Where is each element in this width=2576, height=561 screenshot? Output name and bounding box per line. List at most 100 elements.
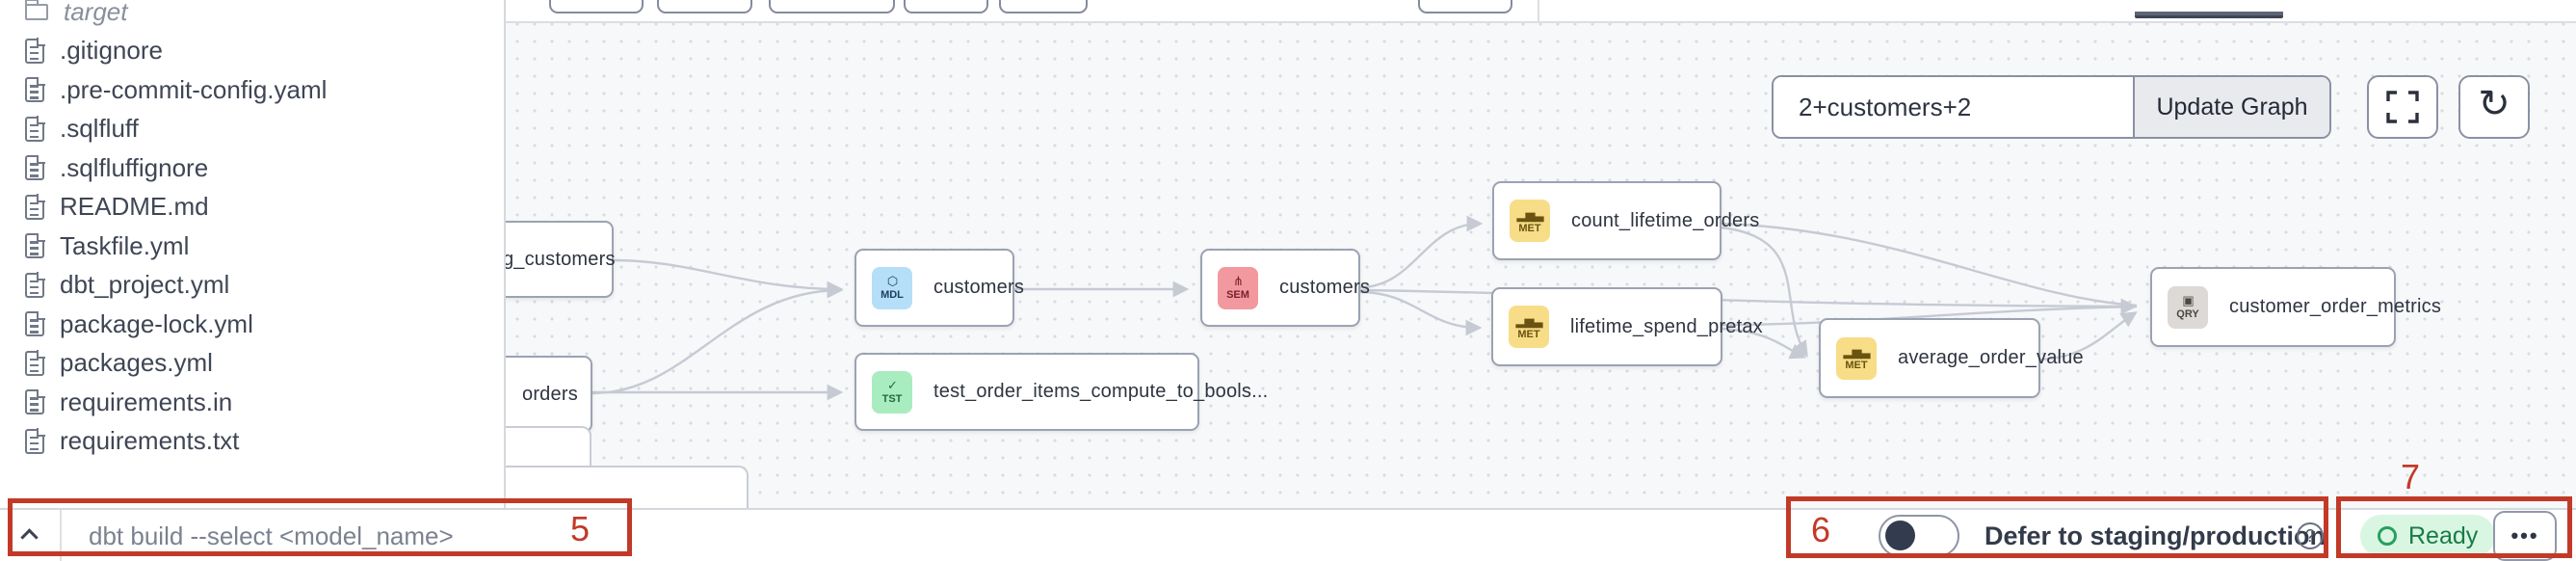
lineage-node-count_lifetime_orders[interactable]: ▂▅▃MET count_lifetime_orders <box>1492 181 1759 260</box>
tree-file-package-lock.yml[interactable]: package-lock.yml <box>0 305 504 344</box>
badge-glyph: ▂▅▃ <box>1843 344 1871 359</box>
edge-customers_semantic-to-count_lifetime_orders <box>1359 215 1484 289</box>
edge-count_lifetime_orders-to-customer_order_metrics <box>1721 222 2138 307</box>
tree-file-packages.yml[interactable]: packages.yml <box>0 344 504 384</box>
lineage-node-lifetime_spend_pretax[interactable]: ▂▅▃MET lifetime_spend_pretax <box>1491 287 1763 366</box>
annotation-number-7: 7 <box>2401 457 2421 496</box>
metric-icon: ▂▅▃MET <box>1509 306 1549 348</box>
badge-type-label: TST <box>881 393 903 405</box>
tree-file-.pre-commit-config.yaml[interactable]: .pre-commit-config.yaml <box>0 70 504 110</box>
lineage-query-group: 2+customers+2 Update Graph <box>1772 75 2331 139</box>
file-tree: target .gitignore .pre-commit-config.yaml.… <box>0 0 504 461</box>
node-label: count_lifetime_orders <box>1571 209 1760 231</box>
refresh-button[interactable]: ↻ <box>2458 75 2530 139</box>
clipped-toolbar-button[interactable] <box>904 0 988 13</box>
file-icon <box>25 38 45 64</box>
toggle-knob <box>1885 521 1915 550</box>
saved-query-icon: ▣QRY <box>2168 285 2208 329</box>
clipped-toolbar-button[interactable] <box>769 0 895 13</box>
edge-stg_customers-to-customers_model <box>613 258 844 298</box>
tree-file-.gitignore[interactable]: .gitignore <box>0 32 504 71</box>
edge-customers_semantic-to-customer_order_metrics <box>1359 288 2138 315</box>
lineage-query-input[interactable]: 2+customers+2 <box>1774 77 2133 137</box>
more-options-button[interactable]: ••• <box>2493 511 2557 561</box>
clipped-toolbar-button[interactable] <box>999 0 1088 13</box>
badge-glyph: ⋔ <box>1233 274 1244 288</box>
annotation-box-5 <box>8 498 632 556</box>
badge-type-label: QRY <box>2176 308 2199 320</box>
badge-type-label: MDL <box>881 289 904 301</box>
node-label: orders <box>522 383 578 405</box>
clipped-toolbar-button[interactable] <box>1418 0 1512 13</box>
canvas-toolbar-strip <box>0 0 2576 21</box>
badge-glyph: ▣ <box>2182 293 2194 307</box>
clipped-toolbar-button[interactable] <box>657 0 752 13</box>
file-icon <box>25 76 45 103</box>
lineage-node-customers_model[interactable]: ⬡MDL customers <box>854 249 1024 327</box>
tree-folder-target[interactable]: target <box>0 0 504 32</box>
defer-toggle[interactable] <box>1879 515 1959 557</box>
edge-lifetime_spend_pretax-to-customer_order_metrics <box>1722 305 2138 327</box>
edge-customers_semantic-to-lifetime_spend_pretax <box>1359 290 1483 336</box>
badge-type-label: SEM <box>1226 289 1249 301</box>
clipped-toolbar-button[interactable] <box>549 0 644 13</box>
status-ring-icon <box>2378 526 2397 546</box>
file-name: .sqlfluffignore <box>60 152 209 182</box>
file-name: package-lock.yml <box>60 308 253 338</box>
refresh-icon: ↻ <box>2478 83 2510 125</box>
node-label: customers <box>1279 277 1371 298</box>
active-tab-underline <box>2135 12 2283 18</box>
lineage-node-customers_semantic[interactable]: ⋔SEM customers <box>1200 249 1370 327</box>
tree-file-requirements.in[interactable]: requirements.in <box>0 383 504 422</box>
file-name: dbt_project.yml <box>60 270 230 300</box>
bottom-command-bar: dbt build --select <model_name> Defer to… <box>0 508 2576 561</box>
fullscreen-button[interactable] <box>2367 75 2438 139</box>
metric-icon: ▂▅▃MET <box>1510 200 1550 242</box>
lineage-node-customer_order_metrics[interactable]: ▣QRY customer_order_metrics <box>2150 267 2441 347</box>
tree-file-README.md[interactable]: README.md <box>0 188 504 227</box>
file-icon <box>25 194 45 220</box>
file-icon <box>25 232 45 259</box>
annotation-box-6 <box>1786 496 2328 558</box>
tree-file-.sqlfluffignore[interactable]: .sqlfluffignore <box>0 148 504 188</box>
file-name: Taskfile.yml <box>60 230 190 260</box>
file-name: .sqlfluff <box>60 114 139 144</box>
file-name: requirements.in <box>60 387 233 416</box>
file-icon <box>25 116 45 142</box>
edge-count_lifetime_orders-to-average_order_value <box>1721 226 1808 358</box>
tree-file-.sqlfluff[interactable]: .sqlfluff <box>0 110 504 149</box>
badge-glyph: ▂▅▃ <box>1516 206 1544 222</box>
tree-file-Taskfile.yml[interactable]: Taskfile.yml <box>0 227 504 266</box>
node-label: customers <box>933 277 1025 298</box>
file-name: requirements.txt <box>60 426 240 456</box>
annotation-box-7 <box>2336 496 2572 558</box>
update-graph-button[interactable]: Update Graph <box>2133 77 2329 137</box>
drawer-edge-chip <box>506 426 591 468</box>
file-icon <box>25 350 45 376</box>
node-label: lifetime_spend_pretax <box>1570 315 1763 337</box>
test-icon: ✓TST <box>872 370 912 414</box>
file-name: .pre-commit-config.yaml <box>60 74 328 104</box>
status-badge[interactable]: Ready <box>2360 515 2496 557</box>
dbt-command-input[interactable]: dbt build --select <model_name> <box>89 521 454 550</box>
file-explorer-panel: target .gitignore .pre-commit-config.yaml.… <box>0 0 506 508</box>
badge-type-label: MET <box>1518 222 1541 234</box>
node-label: customer_order_metrics <box>2229 296 2442 317</box>
badge-type-label: MET <box>1845 360 1868 371</box>
badge-glyph: ⬡ <box>886 274 898 288</box>
file-name: .gitignore <box>60 36 163 66</box>
file-icon <box>25 428 45 454</box>
command-bar-divider <box>60 510 62 561</box>
folder-icon <box>24 0 48 20</box>
file-icon <box>25 388 45 415</box>
help-icon[interactable]: ? <box>2297 522 2324 549</box>
file-icon <box>25 310 45 337</box>
edge-average_order_value-to-customer_order_metrics <box>2038 311 2138 361</box>
tree-file-requirements.txt[interactable]: requirements.txt <box>0 422 504 462</box>
annotation-number-5: 5 <box>570 509 591 548</box>
tree-file-dbt_project.yml[interactable]: dbt_project.yml <box>0 266 504 306</box>
